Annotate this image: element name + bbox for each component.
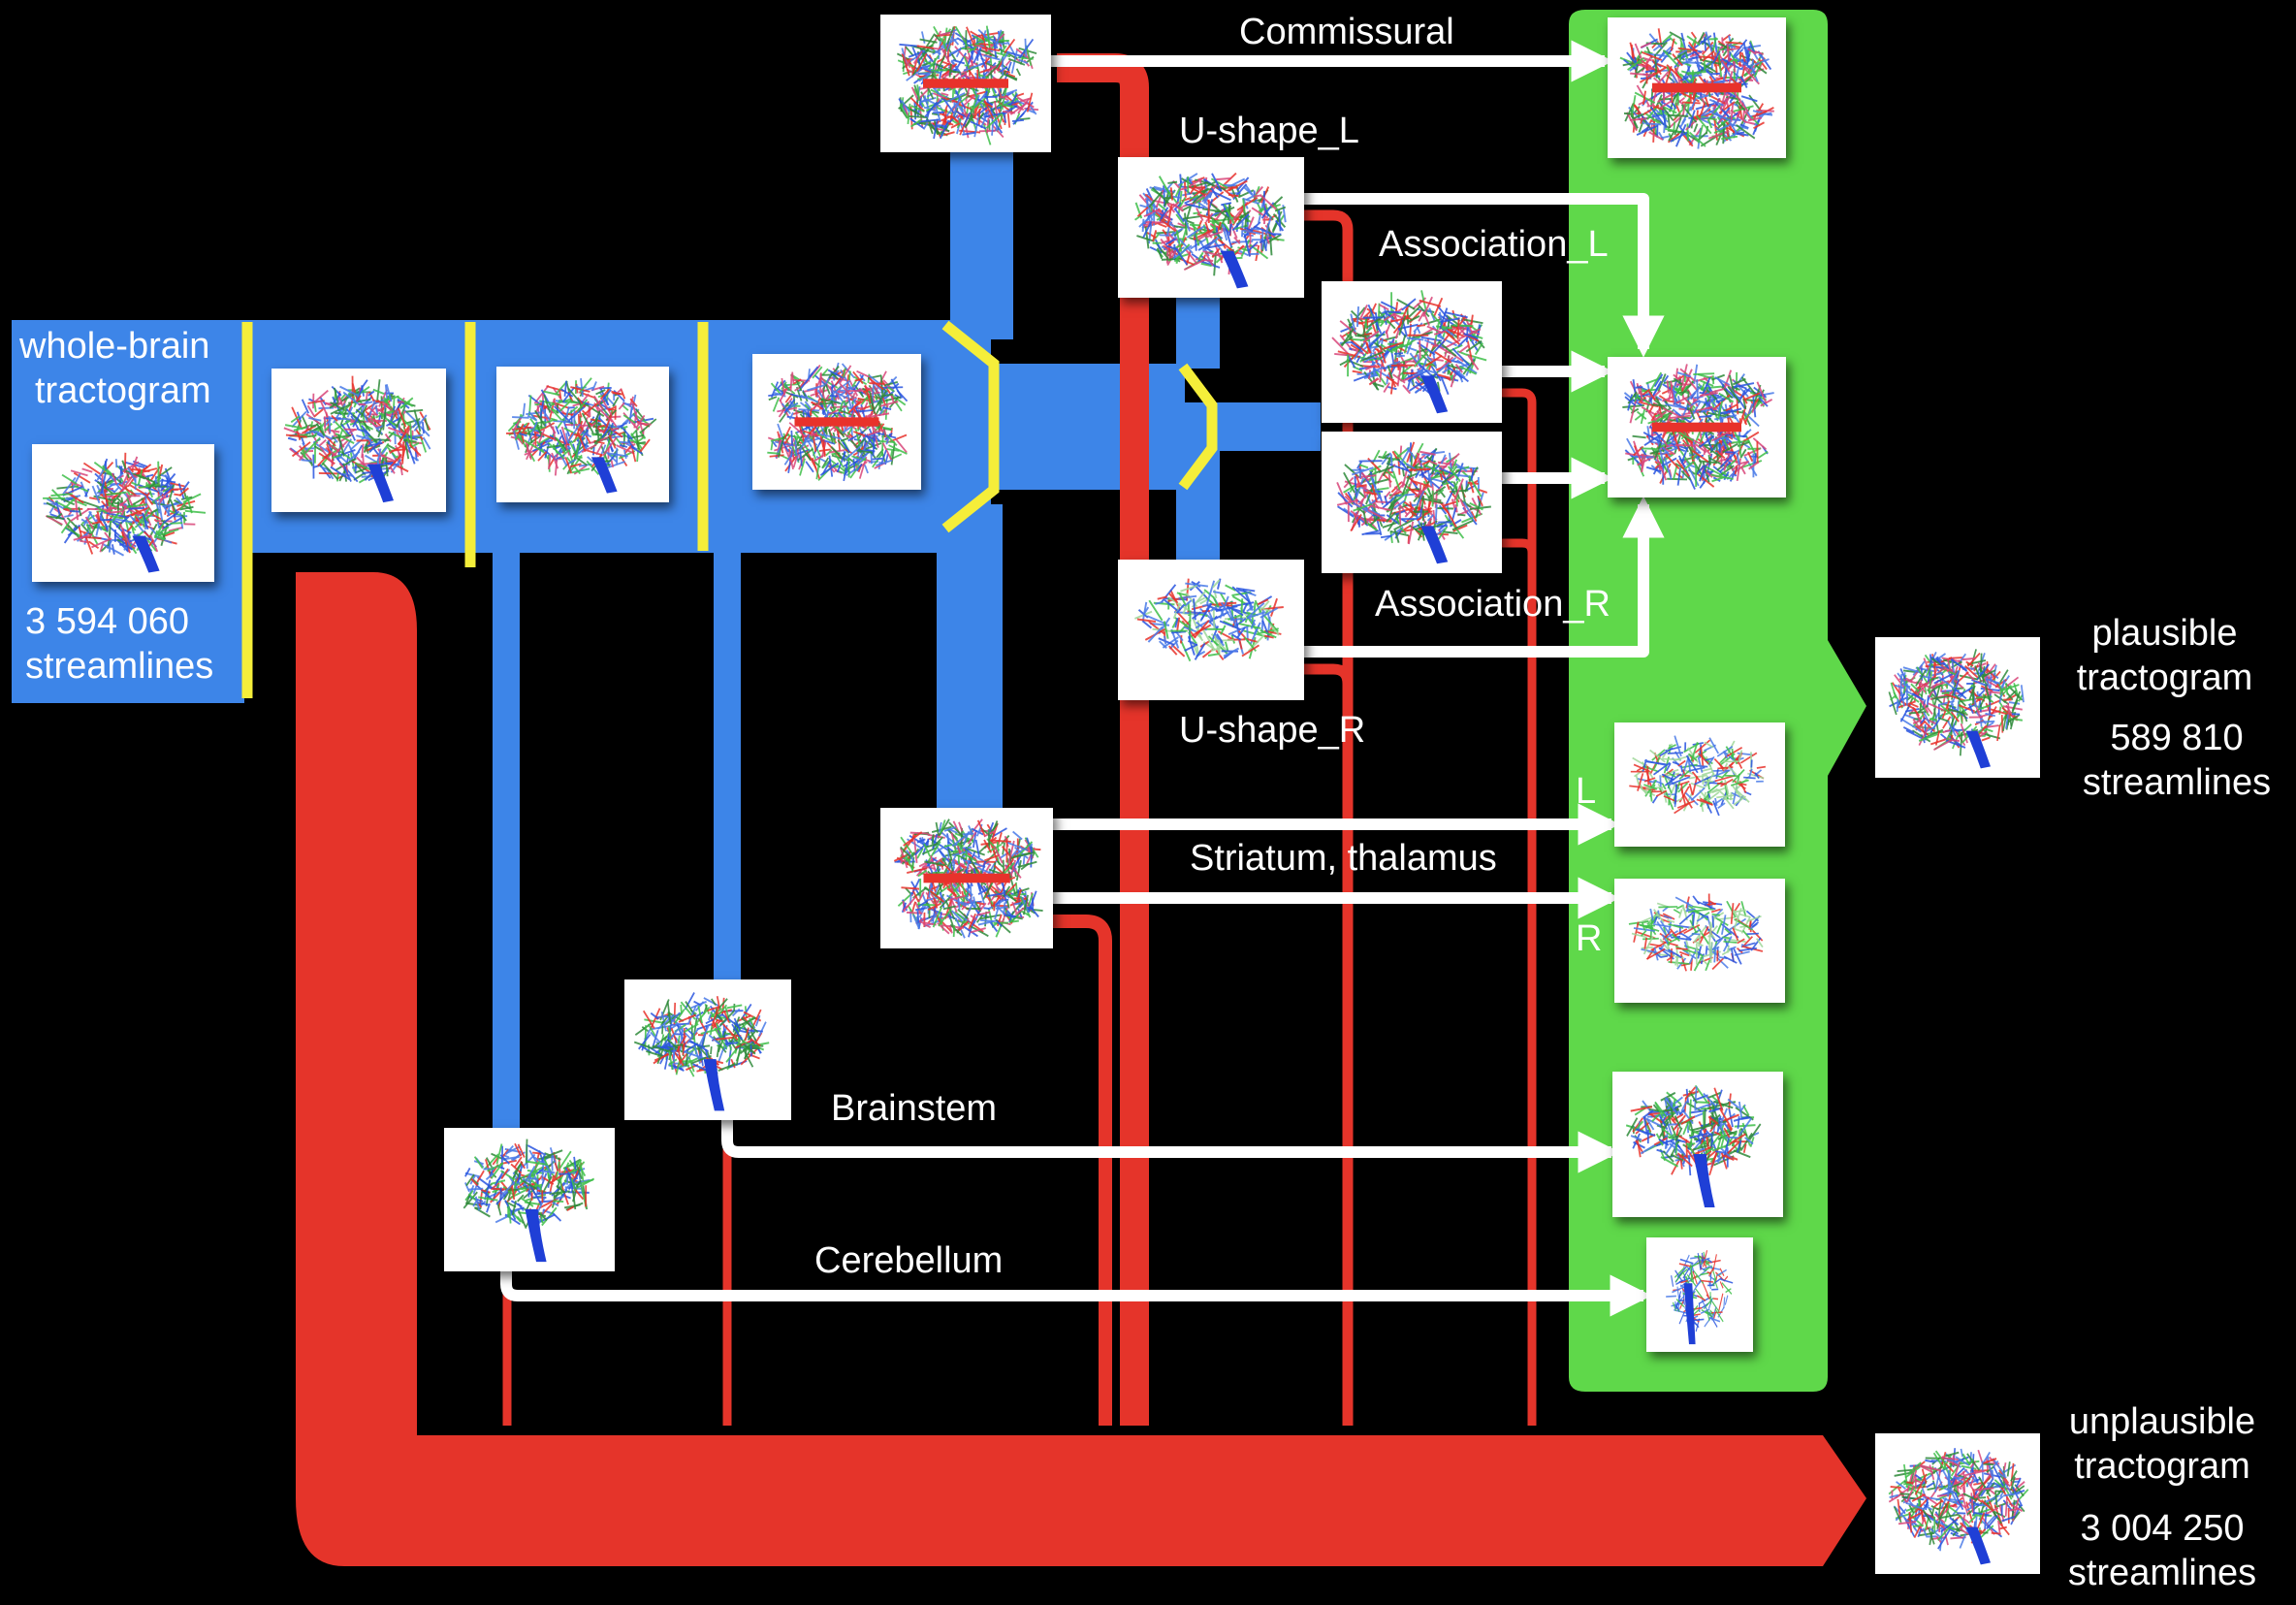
thumb-association-l (1322, 281, 1502, 423)
thumb-striatum-source (880, 808, 1053, 948)
thumb-ushape-r (1118, 560, 1304, 700)
unplausible-line1: unplausible (2068, 1401, 2256, 1442)
rejected-main-flow (238, 572, 1866, 1566)
brain-axial-icon (896, 25, 1039, 145)
brain-axial-icon (767, 362, 909, 482)
kept-branch-cerebellum (493, 553, 520, 1135)
plausible-count-line1: 589 810 (2110, 718, 2244, 758)
label-commissural: Commissural (1239, 12, 1454, 52)
brain-lateral-icon (1888, 649, 2025, 769)
kept-branch-commissural (950, 145, 1013, 339)
rejected-thin-flows (502, 53, 1537, 1426)
input-title-line1: whole-brain (19, 326, 210, 367)
brain-lateral-icon (1888, 1448, 2029, 1565)
brain-lateral-icon (1134, 172, 1287, 289)
thumb-brainstem-source (624, 979, 791, 1120)
thumb-plausible (1875, 637, 2040, 778)
label-ushape-r: U-shape_R (1179, 710, 1366, 751)
kept-branch-striatum (937, 504, 1003, 815)
thumb-association-output (1608, 357, 1786, 498)
label-association-l: Association_L (1379, 224, 1609, 265)
kept-trunk-assoc (1185, 402, 1321, 451)
thumb-commissural-output (1608, 17, 1786, 158)
input-count: 3 594 060 streamlines (25, 599, 213, 690)
thumb-striatum-l (1614, 722, 1785, 847)
cerebellum-icon (1666, 1250, 1734, 1345)
thumb-ushape-l (1118, 157, 1304, 298)
label-brainstem: Brainstem (831, 1088, 998, 1129)
label-striatum-left: L (1576, 771, 1597, 812)
plausible-line2: tractogram (2076, 658, 2253, 699)
input-count-line2: streamlines (25, 646, 214, 688)
brain-lateral-icon (506, 377, 657, 494)
thumb-commissural-source (880, 15, 1051, 152)
brainstem-icon (633, 992, 770, 1111)
input-count-line1: 3 594 060 (25, 601, 190, 642)
plausible-label: plausible tractogram (2065, 611, 2264, 701)
thumb-cerebellum-source (444, 1128, 615, 1271)
brain-lateral-icon (43, 452, 207, 573)
thumb-unplausible (1875, 1433, 2040, 1574)
brain-sagittal-icon (1134, 578, 1284, 662)
label-cerebellum: Cerebellum (814, 1240, 1004, 1281)
thumb-association-r (1322, 432, 1502, 573)
brain-lateral-icon (1331, 290, 1487, 414)
label-association-r: Association_R (1375, 584, 1610, 625)
thumb-striatum-r (1614, 879, 1785, 1003)
output-arrows (500, 40, 1665, 1317)
kept-branch-brainstem (714, 553, 741, 989)
brain-axial-icon (1619, 28, 1774, 149)
thumb-step1 (271, 369, 446, 512)
filter-gates (241, 320, 1218, 698)
unplausible-count-line2: streamlines (2067, 1553, 2257, 1594)
brainstem-icon (1625, 1084, 1762, 1207)
thumb-brainstem-output (1612, 1072, 1783, 1217)
brain-sagittal-icon (1629, 735, 1767, 817)
brainstem-icon (462, 1139, 595, 1263)
brain-sagittal-icon (1628, 893, 1764, 972)
plausible-count-line2: streamlines (2082, 762, 2272, 804)
unplausible-label: unplausible tractogram (2056, 1399, 2269, 1490)
label-striatum-right: R (1576, 918, 1603, 959)
unplausible-line2: tractogram (2074, 1446, 2250, 1488)
input-title-line2: tractogram (35, 370, 211, 412)
label-ushape-l: U-shape_L (1179, 111, 1359, 151)
thumb-cerebellum-output (1646, 1237, 1753, 1352)
plausible-line1: plausible (2091, 613, 2238, 654)
thumb-step2 (496, 367, 669, 502)
unplausible-count: 3 004 250 streamlines (2056, 1506, 2269, 1596)
brain-axial-icon (893, 819, 1043, 939)
input-title: whole-brain tractogram (19, 324, 211, 414)
thumb-step3 (752, 354, 921, 490)
brain-lateral-icon (1336, 441, 1491, 564)
plausible-count: 589 810 streamlines (2065, 716, 2288, 806)
kept-trunk-mid (991, 364, 1185, 490)
label-striatum-thalamus: Striatum, thalamus (1190, 838, 1497, 879)
unplausible-count-line1: 3 004 250 (2080, 1508, 2245, 1549)
brain-lateral-icon (283, 375, 431, 503)
thumb-input (32, 444, 214, 582)
brain-axial-icon (1622, 364, 1774, 491)
